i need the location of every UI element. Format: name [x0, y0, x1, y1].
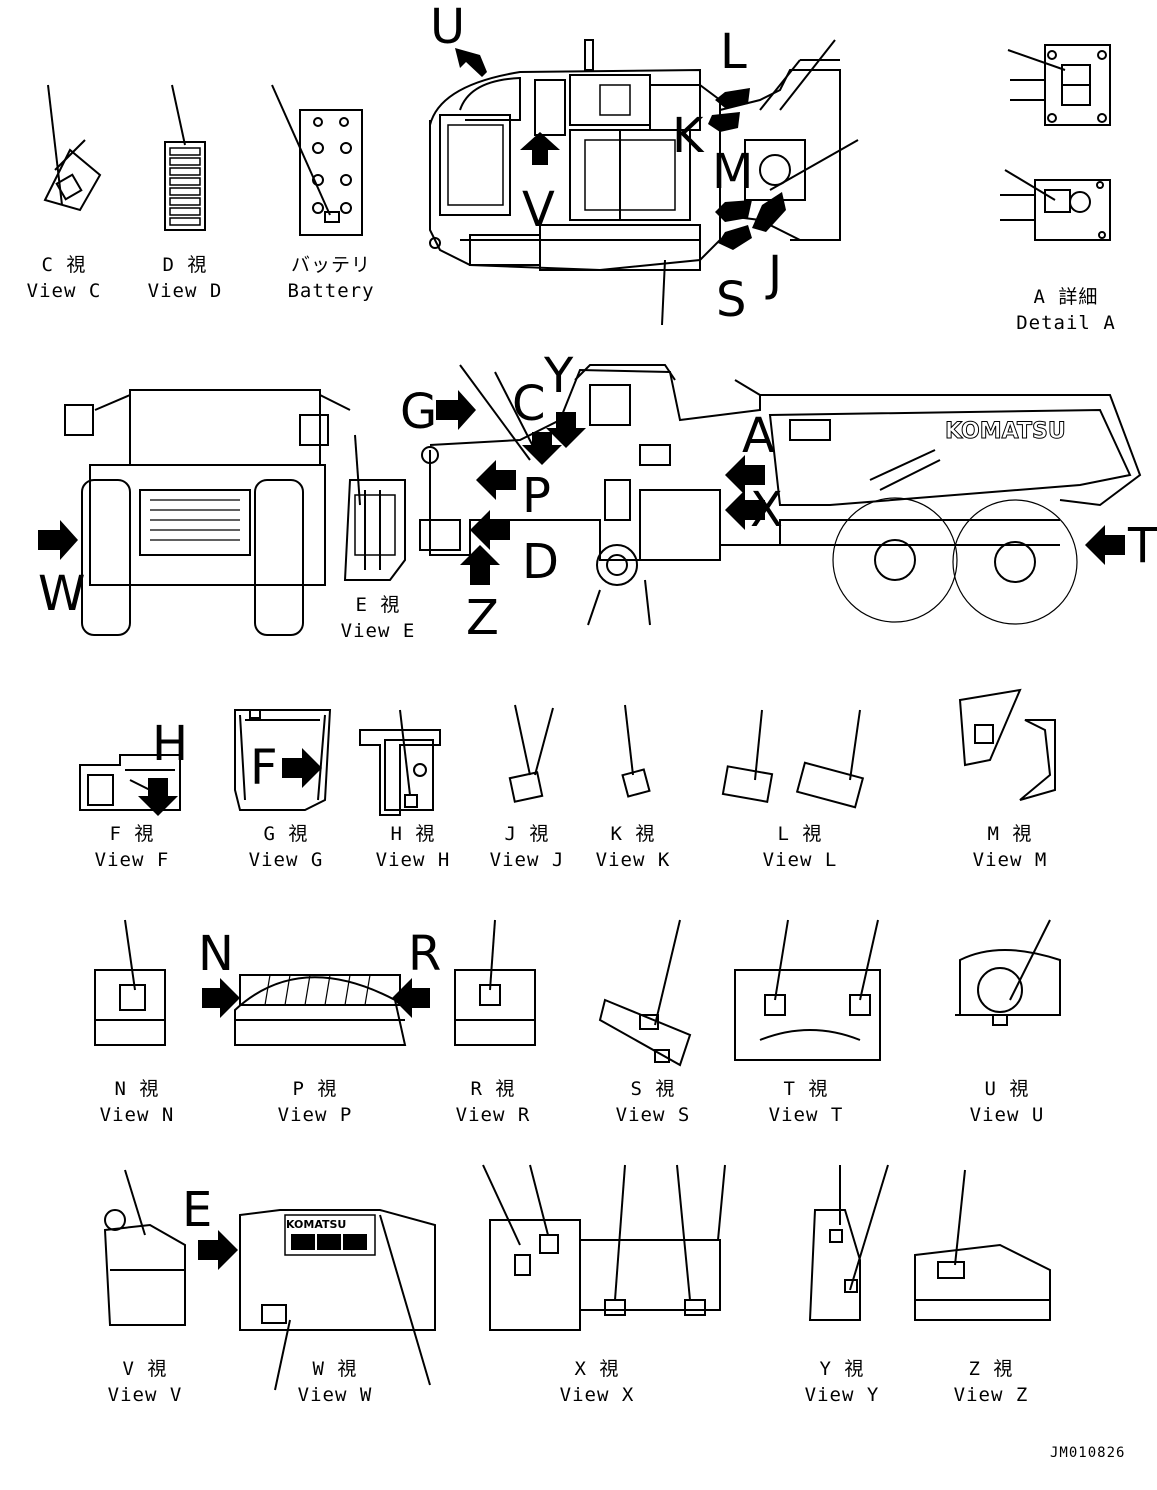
view-t-figure: [734, 919, 881, 1061]
callout-letter-v: V: [522, 182, 555, 238]
view-u-figure: [955, 919, 1061, 1026]
view-l-figure: [721, 709, 865, 809]
detail-a-figure: [1000, 44, 1111, 241]
view-s-figure: [598, 919, 692, 1067]
machine-top-view: [429, 39, 859, 326]
callout-letter-a: A: [742, 408, 775, 464]
machine-front-view: [64, 389, 351, 636]
view-z-figure: [914, 1169, 1051, 1321]
callout-letter-y: Y: [544, 348, 574, 404]
callout-letter-z: Z: [466, 590, 499, 646]
callout-arrow-h: [138, 778, 178, 816]
view-w-figure: KOMATSU: [239, 1209, 436, 1391]
callout-letter-e: E: [182, 1182, 213, 1238]
view-n-figure: [94, 919, 166, 1046]
callout-letter-t: T: [1128, 518, 1157, 574]
callout-letter-g: G: [400, 384, 438, 440]
callout-arrows-view-p: [202, 978, 430, 1018]
machine-side-view: [419, 364, 1142, 626]
drawing-code: JM010826: [1050, 1445, 1126, 1461]
view-y-figure: [808, 1164, 889, 1321]
callout-arrow-f: [282, 748, 322, 788]
callout-letter-j: J: [768, 246, 783, 302]
brand-rear: KOMATSU: [286, 1218, 346, 1231]
battery-figure: [271, 84, 363, 236]
view-h-figure: [359, 709, 441, 816]
callout-letter-p: P: [522, 468, 551, 524]
brand-side: KOMATSU: [945, 419, 1066, 444]
callout-arrow-w: [38, 520, 78, 560]
callout-letter-f: F: [250, 740, 278, 796]
callout-letter-u: U: [430, 0, 466, 55]
callout-arrow-e: [198, 1230, 238, 1270]
callout-letter-r: R: [408, 926, 442, 982]
callout-letter-w: W: [38, 566, 86, 622]
callout-letter-d: D: [522, 534, 559, 590]
view-m-figure: [958, 688, 1056, 801]
view-p-figure: [234, 974, 407, 1046]
callout-letter-c: C: [512, 376, 546, 432]
view-d-figure: [164, 84, 206, 231]
callout-arrows-top-view: [455, 48, 786, 250]
view-r-figure: [454, 919, 536, 1046]
view-k-figure: [621, 704, 651, 798]
callout-letter-l: L: [720, 24, 747, 80]
callout-letter-x: X: [750, 482, 783, 538]
callout-letter-m: M: [712, 144, 754, 200]
callout-letter-h: H: [152, 716, 189, 772]
view-v-figure: [103, 1169, 186, 1326]
callout-letter-n: N: [198, 926, 234, 982]
view-e-figure: [343, 434, 406, 581]
view-g-figure: [234, 709, 332, 811]
callout-arrows-side-view: [436, 390, 1125, 585]
view-j-figure: [508, 704, 554, 803]
view-x-figure: [482, 1164, 726, 1331]
view-c-figure: [43, 84, 102, 212]
callout-letter-k: K: [672, 108, 704, 164]
callout-letter-s: S: [716, 272, 747, 328]
